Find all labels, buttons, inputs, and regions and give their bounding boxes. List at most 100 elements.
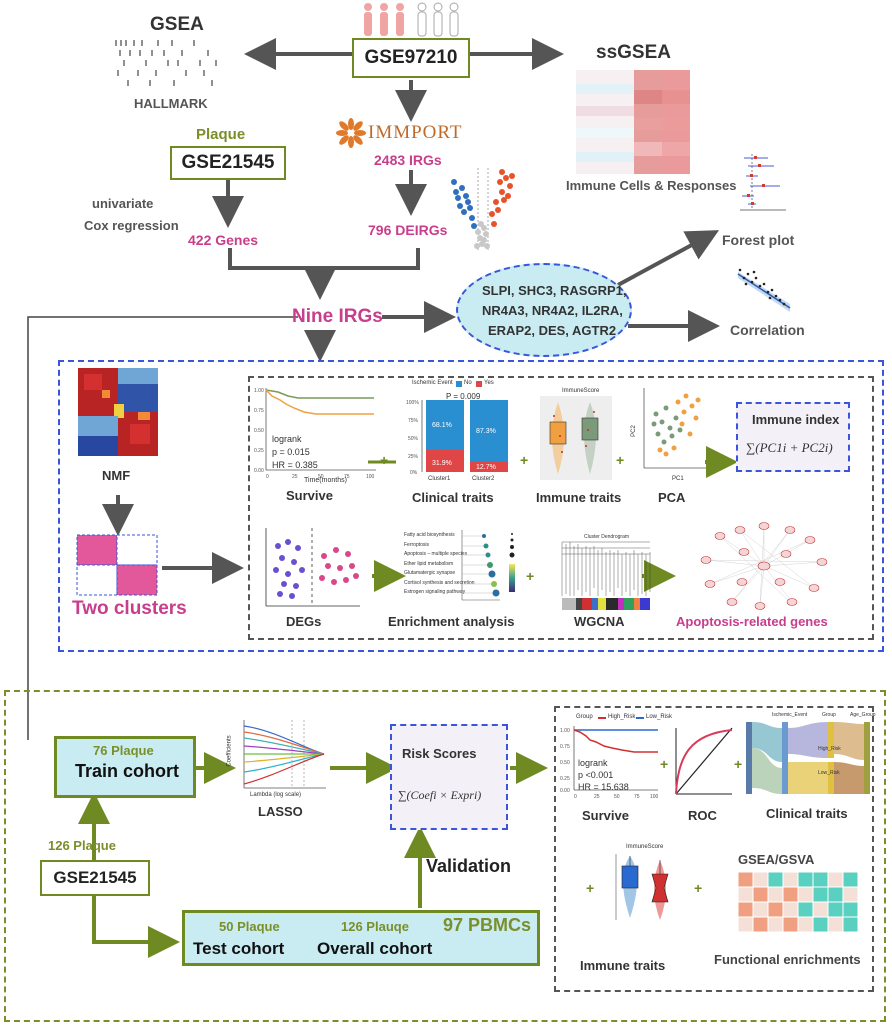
test-cohort-label: Test cohort bbox=[193, 939, 285, 958]
overall-cohort-label: Overall cohort bbox=[317, 939, 433, 958]
legend-yes-label: Yes bbox=[484, 380, 494, 386]
svg-text:0.00: 0.00 bbox=[560, 788, 570, 794]
legend-low-swatch bbox=[636, 717, 644, 719]
logrank-label-mid: logrank bbox=[272, 434, 302, 444]
svg-text:0.00: 0.00 bbox=[254, 468, 264, 474]
ssgsea-heatmap bbox=[576, 70, 690, 174]
forest-plot-graphic bbox=[740, 154, 786, 211]
plus-sign: + bbox=[520, 452, 529, 468]
nmf-consensus-heatmap bbox=[78, 368, 158, 456]
pca-scatter bbox=[643, 388, 706, 469]
forest-plot-label: Forest plot bbox=[722, 232, 795, 248]
time-axis-mid: Time(months) bbox=[304, 477, 347, 484]
alluvial-axis-ischemic: Ischemic_Event bbox=[772, 712, 808, 718]
enrich-term: Ferroptosis bbox=[404, 541, 430, 548]
lasso-label: LASSO bbox=[258, 804, 303, 819]
nine-irgs-label: Nine IRGs bbox=[292, 306, 383, 327]
lasso-coefficient-plot bbox=[243, 720, 326, 789]
ischemic-event-legend: Ischemic Event bbox=[412, 380, 453, 386]
svg-text:0: 0 bbox=[574, 794, 577, 800]
risk-scores-title: Risk Scores bbox=[402, 746, 477, 761]
plus-sign: + bbox=[586, 880, 595, 896]
clinical-traits-label-bottom: Clinical traits bbox=[766, 806, 848, 821]
gene-list-line-2: NR4A3, NR4A2, IL2RA, bbox=[482, 303, 623, 318]
gse21545-bottom-box: GSE21545 bbox=[40, 860, 150, 896]
pbmc-label: 97 PBMCs bbox=[443, 915, 532, 935]
c2-bot-pct: 12.7% bbox=[476, 464, 496, 471]
svg-text:50: 50 bbox=[318, 474, 324, 480]
wgcna-label: WGCNA bbox=[574, 614, 625, 629]
pc2-axis-label: PC2 bbox=[630, 425, 637, 437]
immport-flower-icon bbox=[336, 118, 366, 148]
ssgsea-label: ssGSEA bbox=[596, 42, 671, 63]
enrichment-dotplot bbox=[461, 530, 515, 601]
svg-text:0.50: 0.50 bbox=[560, 760, 570, 766]
immune-cells-label: Immune Cells & Responses bbox=[566, 178, 737, 193]
plus-sign: + bbox=[660, 756, 669, 772]
hr-bottom: HR = 15.638 bbox=[578, 782, 629, 792]
enrich-term: Glutamatergic synapse bbox=[404, 570, 456, 576]
c1-bot-pct: 31.9% bbox=[432, 460, 452, 467]
cluster-analysis-inner-frame bbox=[248, 376, 874, 640]
plus-sign: + bbox=[526, 568, 535, 584]
volcano-plot bbox=[451, 168, 515, 252]
roc-label: ROC bbox=[688, 808, 717, 823]
alluvial-axis-group: Group bbox=[822, 712, 836, 718]
enrich-term: Cortisol synthesis and secretion bbox=[404, 579, 475, 586]
legend-no-label: No bbox=[464, 380, 472, 386]
correlation-label: Correlation bbox=[730, 322, 805, 338]
functional-enrichments-label: Functional enrichments bbox=[714, 952, 861, 967]
immune-index-title: Immune index bbox=[752, 412, 840, 427]
immune-boxplot-mid bbox=[540, 396, 612, 480]
train-cohort-box: 76 Plaque Train cohort bbox=[54, 736, 196, 798]
legend-high-label: High_Risk bbox=[608, 714, 636, 720]
enrichment-terms-list: Fatty acid biosynthesis Ferroptosis Apop… bbox=[404, 532, 494, 599]
immport-logo: IMMPORT bbox=[336, 118, 486, 148]
logrank-label-bottom: logrank bbox=[578, 758, 608, 768]
apoptosis-network bbox=[700, 522, 828, 610]
gse21545-bottom-label: GSE21545 bbox=[53, 868, 137, 887]
c2-top-pct: 87.3% bbox=[476, 428, 496, 435]
gse97210-box: GSE97210 bbox=[352, 38, 470, 78]
svg-text:100%: 100% bbox=[406, 400, 419, 406]
svg-text:0%: 0% bbox=[410, 470, 418, 476]
test-n-label: 50 Plaque bbox=[219, 919, 280, 934]
apoptosis-genes-label: Apoptosis-related genes bbox=[676, 614, 828, 629]
clustering-section-frame bbox=[58, 360, 884, 652]
survive-label-mid: Survive bbox=[286, 488, 333, 503]
risk-scores-box: Risk Scores ∑(Coefi × Expri) bbox=[390, 724, 508, 830]
nine-genes-ellipse: SLPI, SHC3, RASGRP1, NR4A3, NR4A2, IL2RA… bbox=[456, 263, 632, 357]
svg-text:50%: 50% bbox=[408, 436, 419, 442]
irgs-2483-label: 2483 IRGs bbox=[374, 152, 442, 168]
gene-list-line-1: SLPI, SHC3, RASGRP1, bbox=[482, 283, 627, 298]
genes-422-label: 422 Genes bbox=[188, 232, 259, 248]
alluvial-axis-age: Age_Group bbox=[850, 712, 876, 718]
legend-high-swatch bbox=[598, 717, 606, 719]
immunescore-title-mid: ImmuneScore bbox=[562, 388, 600, 394]
gene-list-line-3: ERAP2, DES, AGTR2 bbox=[488, 323, 617, 338]
hallmark-label: HALLMARK bbox=[134, 96, 208, 111]
train-n-label: 76 Plaque bbox=[93, 743, 154, 758]
svg-text:0.25: 0.25 bbox=[560, 776, 570, 782]
legend-no-swatch bbox=[456, 381, 462, 387]
risk-scores-formula: ∑(Coefi × Expri) bbox=[398, 788, 482, 802]
gsea-gsva-label: GSEA/GSVA bbox=[738, 852, 815, 867]
model-section-frame bbox=[4, 690, 886, 1022]
cluster1-tick: Cluster1 bbox=[428, 476, 451, 482]
svg-text:25: 25 bbox=[292, 474, 298, 480]
enrichment-label: Enrichment analysis bbox=[388, 614, 515, 629]
two-clusters-label: Two clusters bbox=[72, 598, 187, 619]
gsea-label: GSEA bbox=[150, 14, 204, 35]
p-value-mid: p = 0.015 bbox=[272, 447, 310, 457]
clinical-stacked-bars: 100%75%50%25%0% bbox=[406, 400, 508, 476]
svg-text:75: 75 bbox=[344, 474, 350, 480]
degs-scatter bbox=[265, 528, 360, 607]
svg-text:0: 0 bbox=[266, 474, 269, 480]
enrich-term: Fatty acid biosynthesis bbox=[404, 532, 455, 538]
pc1-axis-label: PC1 bbox=[672, 476, 684, 482]
c1-top-pct: 68.1% bbox=[432, 422, 452, 429]
degs-label: DEGs bbox=[286, 614, 322, 629]
alluvial-high-risk: High_Risk bbox=[818, 746, 841, 752]
